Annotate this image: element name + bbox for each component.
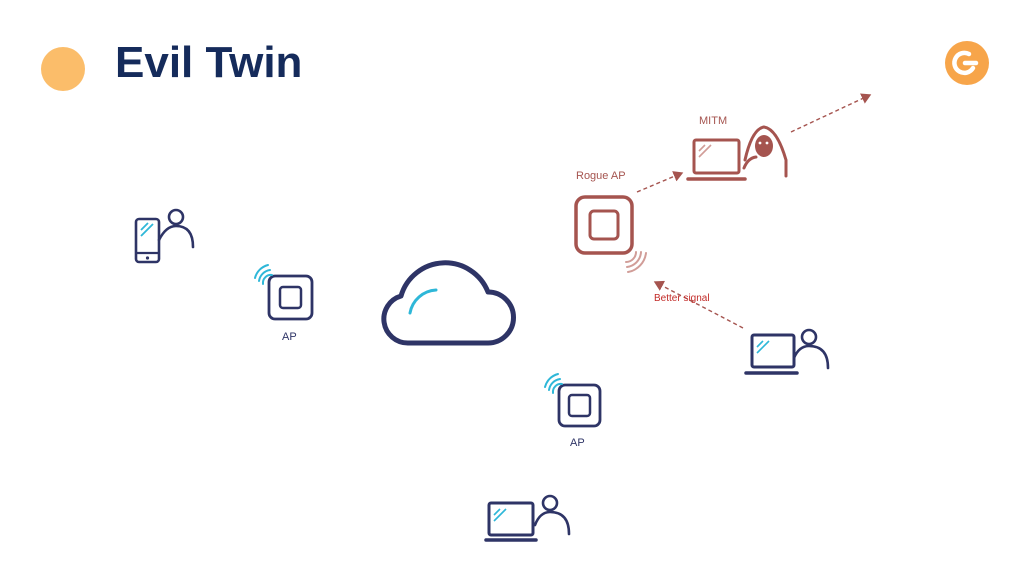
mitm-label: MITM bbox=[699, 115, 728, 127]
wifi-ap-icon bbox=[544, 373, 602, 428]
phone-user-icon bbox=[134, 208, 195, 264]
ap-bottom-label: AP bbox=[570, 437, 585, 449]
title-bullet-dot bbox=[41, 47, 85, 91]
laptop-user-icon bbox=[744, 328, 830, 375]
arrow-rogue-to-mitm bbox=[636, 171, 684, 193]
better-signal-label: Better signal bbox=[654, 293, 710, 304]
arrow-mitm-to-internet bbox=[790, 93, 872, 133]
rogue-ap-icon bbox=[574, 195, 647, 273]
hacker-laptop-icon bbox=[686, 125, 788, 181]
wifi-ap-icon bbox=[254, 264, 314, 321]
ap-left-label: AP bbox=[282, 331, 297, 343]
arrow-victim-to-rogue bbox=[653, 280, 744, 329]
rogue-ap-label: Rogue AP bbox=[576, 170, 626, 182]
laptop-user-icon bbox=[484, 494, 571, 542]
cloud-icon bbox=[381, 260, 516, 346]
slide-title: Evil Twin bbox=[115, 38, 303, 87]
brand-logo-icon bbox=[945, 41, 989, 85]
